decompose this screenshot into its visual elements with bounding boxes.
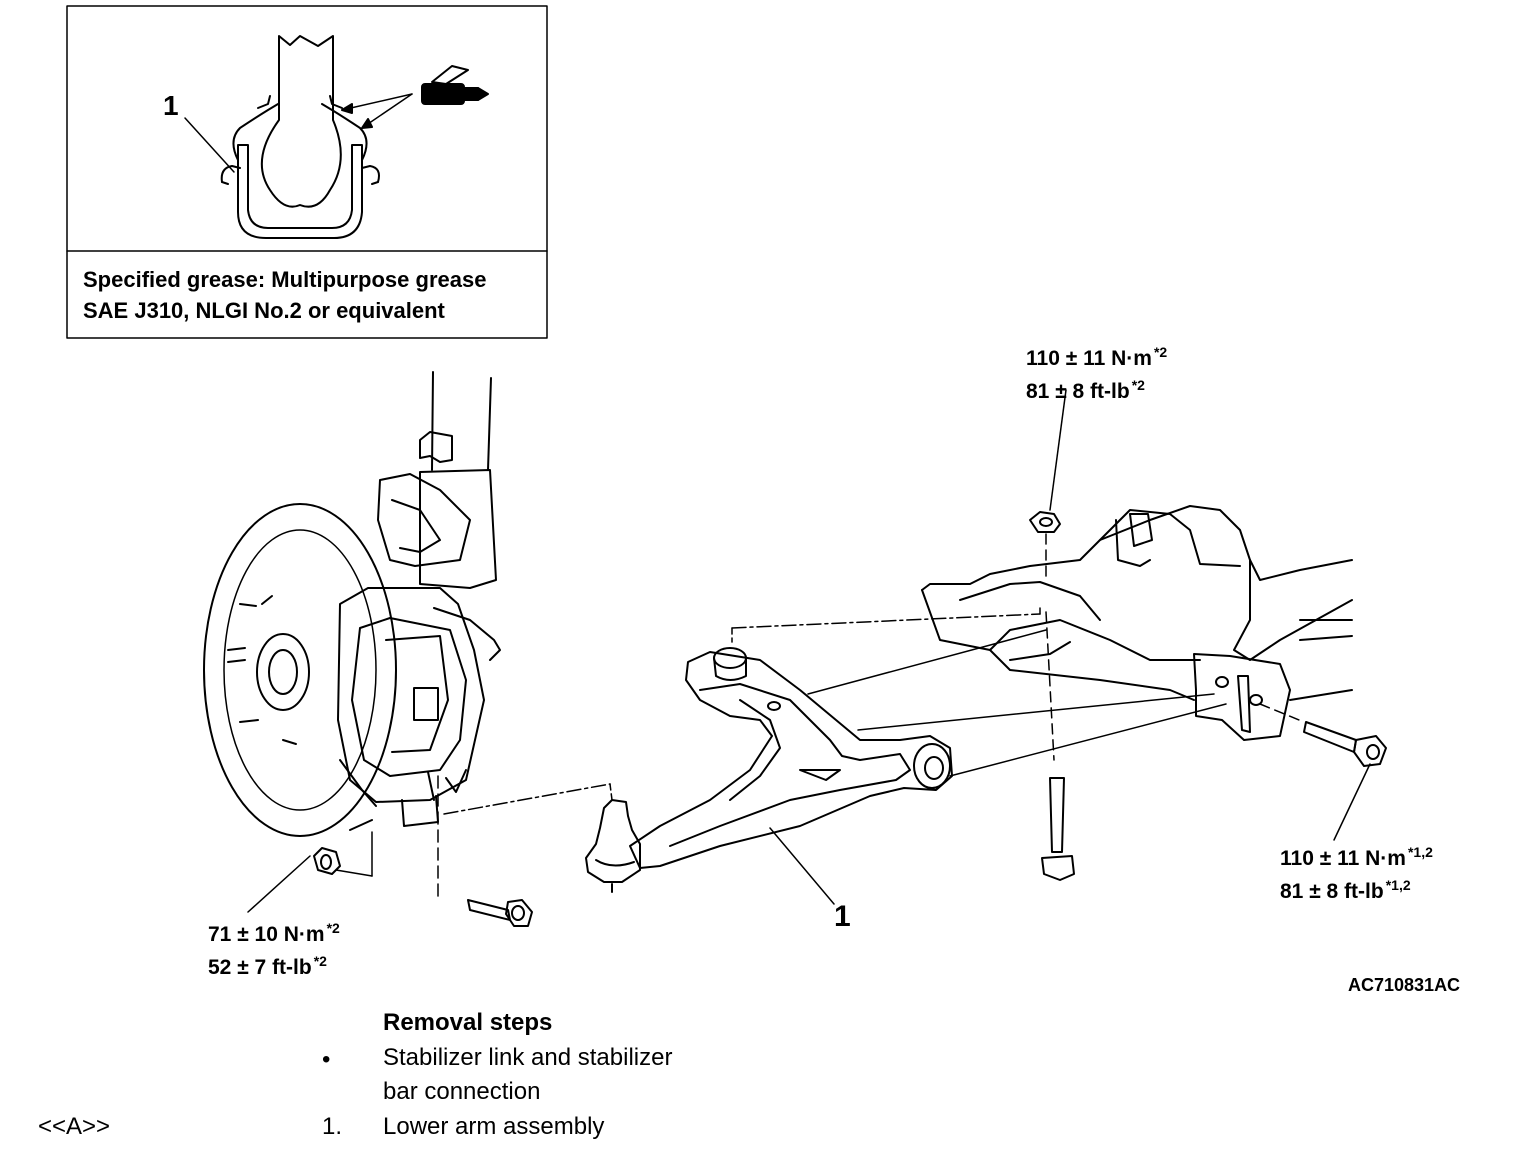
step-reference: <<A>>	[38, 1113, 111, 1140]
figure-code: AC710831AC	[1348, 975, 1461, 995]
strut	[377, 371, 497, 589]
lower-arm-callout: 1	[834, 900, 851, 933]
step-stabilizer-line-1: Stabilizer link and stabilizer	[383, 1044, 673, 1071]
grease-gun-icon	[421, 65, 489, 105]
lower-arm	[629, 647, 953, 869]
crossmember	[921, 505, 1353, 741]
grease-inset	[66, 5, 548, 339]
torque-value-nm: 71 ± 10 N·m*2	[208, 920, 340, 946]
torque-value-nm: 110 ± 11 N·m*2	[1026, 344, 1168, 370]
step-lower-arm: Lower arm assembly	[383, 1113, 605, 1140]
ball-stud-section	[260, 35, 342, 208]
knuckle-lower	[401, 795, 439, 827]
step-stabilizer-line-2: bar connection	[383, 1078, 541, 1105]
crossmember-nut	[1029, 511, 1061, 533]
step-number-1: 1.	[322, 1113, 343, 1140]
torque-rear-bolt: 110 ± 11 N·m*1,2 81 ± 8 ft-lb*1,2	[1280, 843, 1433, 909]
brake-disc	[203, 503, 397, 837]
torque-value-nm: 110 ± 11 N·m*1,2	[1280, 844, 1433, 870]
brake-caliper	[337, 587, 501, 831]
knuckle-bolt	[437, 775, 533, 927]
grease-spec-line-2: SAE J310, NLGI No.2 or equivalent	[83, 298, 445, 323]
step-stabilizer: Stabilizer link and stabilizer bar conne…	[383, 1041, 672, 1109]
crossmember-vertical-bolt	[1041, 777, 1075, 881]
socket-cup	[237, 144, 363, 239]
grease-spec-caption: Specified grease: Multipurpose grease SA…	[83, 264, 486, 326]
torque-value-ftlb: 81 ± 8 ft-lb*1,2	[1280, 877, 1411, 903]
ball-joint	[585, 799, 641, 893]
torque-value-ftlb: 81 ± 8 ft-lb*2	[1026, 377, 1145, 403]
lower-arm-leader	[769, 827, 835, 905]
dust-boot	[232, 103, 368, 161]
alignment-lines	[443, 603, 1227, 815]
torque-balljoint-nut: 71 ± 10 N·m*2 52 ± 7 ft-lb*2	[208, 919, 340, 985]
removal-steps-title: Removal steps	[383, 1009, 553, 1036]
inset-callout-1: 1	[163, 90, 179, 121]
balljoint-nut	[313, 847, 341, 875]
grease-spec-line-1: Specified grease: Multipurpose grease	[83, 267, 487, 292]
rear-bolt	[1303, 721, 1387, 767]
torque-crossmember-nut: 110 ± 11 N·m*2 81 ± 8 ft-lb*2	[1026, 343, 1167, 409]
torque-value-ftlb: 52 ± 7 ft-lb*2	[208, 953, 327, 979]
step-bullet: •	[322, 1046, 331, 1073]
